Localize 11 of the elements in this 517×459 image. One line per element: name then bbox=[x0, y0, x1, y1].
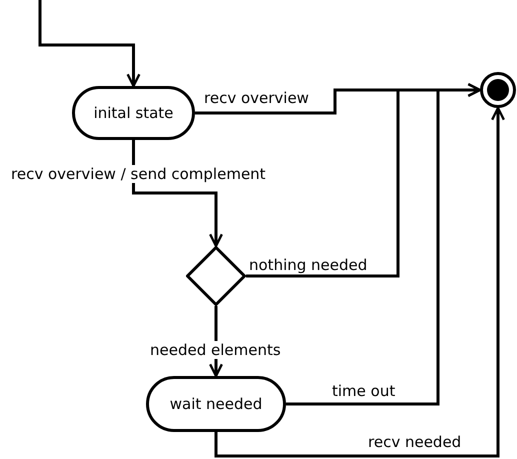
arrow bbox=[38, 0, 140, 88]
arrow bbox=[286, 83, 482, 406]
final-state-circle bbox=[480, 72, 516, 108]
arrow bbox=[132, 140, 223, 248]
state-box: wait needed bbox=[146, 376, 286, 432]
arrow bbox=[214, 106, 505, 458]
edge-label: recv overview / send complement bbox=[10, 165, 267, 183]
decision-diamond bbox=[186, 246, 246, 306]
state-box: inital state bbox=[72, 86, 195, 140]
edge-label: nothing needed bbox=[248, 256, 368, 274]
edge-label: needed elements bbox=[149, 341, 282, 359]
